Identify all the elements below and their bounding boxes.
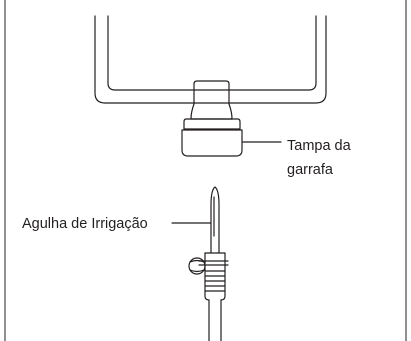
bottle-body <box>94 15 327 104</box>
cap-label-line-2: garrafa <box>287 162 334 178</box>
irrigation-tubing <box>208 299 222 341</box>
bottle-cap <box>181 118 243 157</box>
cap-label: Tampa da garrafa <box>287 138 355 178</box>
irrigation-needle <box>210 186 220 254</box>
needle-label: Agulha de Irrigação <box>22 216 148 232</box>
figure-frame <box>4 0 407 341</box>
bottle-neck <box>190 80 233 120</box>
needle-connector <box>204 252 226 301</box>
cap-label-line-1: Tampa da <box>287 138 352 154</box>
